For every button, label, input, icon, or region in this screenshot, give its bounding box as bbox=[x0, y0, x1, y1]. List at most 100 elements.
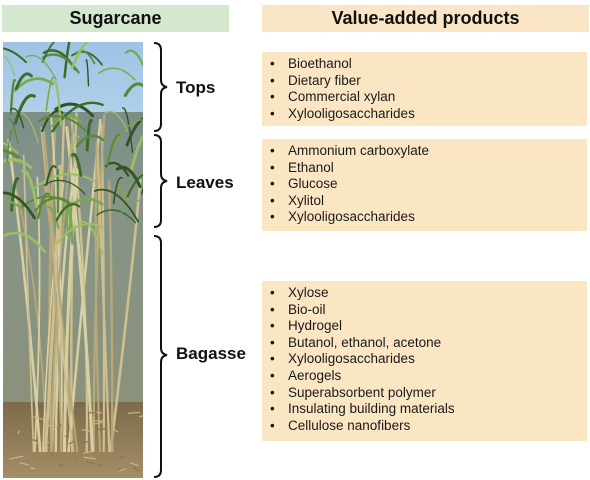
sugarcane-leaf bbox=[37, 114, 87, 133]
sugarcane-leaf bbox=[13, 77, 54, 92]
list-item: •Bioethanol bbox=[270, 56, 352, 71]
sugarcane-photo bbox=[3, 42, 143, 478]
dry-leaf bbox=[45, 423, 54, 428]
bullet-icon: • bbox=[270, 334, 275, 350]
dry-leaf bbox=[112, 428, 119, 433]
sugarcane-leaf bbox=[3, 191, 36, 220]
sugarcane-stalk bbox=[109, 179, 142, 453]
dry-leaf bbox=[58, 423, 62, 429]
dry-leaf bbox=[81, 429, 92, 433]
bullet-icon: • bbox=[270, 176, 275, 192]
sugarcane-header: Sugarcane bbox=[2, 5, 229, 32]
bullet-icon: • bbox=[270, 89, 275, 105]
sugarcane-leaf bbox=[79, 221, 104, 256]
sugarcane-leaf bbox=[20, 169, 39, 208]
dry-leaf bbox=[94, 421, 106, 425]
leaves-products-box: •Ammonium carboxylate •Ethanol •Glucose … bbox=[262, 139, 587, 231]
dry-leaf bbox=[82, 450, 93, 455]
sugarcane-stalk bbox=[40, 127, 74, 453]
sugarcane-leaf bbox=[34, 173, 96, 189]
sugarcane-stalk bbox=[94, 141, 102, 453]
sugarcane-leaf bbox=[7, 118, 19, 144]
list-item: •Xylooligosaccharides bbox=[270, 351, 415, 367]
sugarcane-leaf bbox=[94, 188, 140, 223]
leaves-bracket bbox=[153, 134, 168, 228]
bullet-icon: • bbox=[270, 318, 275, 334]
sugarcane-leaf bbox=[112, 119, 143, 149]
sugarcane-leaf bbox=[3, 231, 47, 254]
list-item: •Ethanol bbox=[270, 159, 334, 175]
bullet-icon: • bbox=[270, 401, 275, 417]
sugarcane-leaf bbox=[70, 135, 80, 155]
dry-leaf bbox=[132, 466, 141, 472]
sugarcane-leaf bbox=[121, 198, 143, 213]
sugarcane-leaf bbox=[125, 117, 143, 147]
sugarcane-leaf bbox=[3, 149, 20, 159]
sugarcane-leaf bbox=[71, 42, 90, 70]
sugarcane-stalk bbox=[62, 168, 80, 453]
dry-leaf bbox=[83, 456, 96, 460]
sugarcane-leaf bbox=[53, 80, 62, 126]
sugarcane-stalk bbox=[49, 109, 63, 453]
bullet-icon: • bbox=[270, 301, 275, 317]
bullet-icon: • bbox=[270, 384, 275, 400]
sugarcane-stalk bbox=[50, 117, 76, 453]
list-item: •Dietary fiber bbox=[270, 72, 361, 88]
sugarcane-leaf bbox=[104, 110, 129, 132]
dry-leaf bbox=[30, 467, 35, 470]
sugarcane-leaf bbox=[13, 93, 36, 125]
sugarcane-leaf bbox=[70, 152, 83, 177]
sugarcane-leaf bbox=[10, 177, 20, 212]
dry-leaf bbox=[138, 414, 143, 418]
sugarcane-leaf bbox=[115, 165, 142, 189]
dry-leaf bbox=[127, 411, 141, 414]
bagasse-bracket bbox=[153, 235, 168, 478]
bullet-icon: • bbox=[270, 105, 275, 121]
tops-bracket bbox=[153, 42, 168, 132]
sugarcane-stalk bbox=[65, 126, 94, 453]
bullet-icon: • bbox=[270, 417, 275, 433]
sugarcane-leaf bbox=[45, 165, 57, 187]
dry-leaf bbox=[97, 427, 107, 431]
list-item: •Ammonium carboxylate bbox=[270, 143, 430, 158]
dry-leaf bbox=[68, 440, 75, 445]
bullet-icon: • bbox=[270, 351, 275, 367]
bullet-icon: • bbox=[270, 285, 275, 300]
bagasse-products-box: •Xylose •Bio-oil •Hydrogel •Butanol, eth… bbox=[262, 281, 587, 441]
sugarcane-leaf bbox=[126, 173, 143, 198]
dry-leaf bbox=[86, 461, 96, 465]
dry-leaf bbox=[73, 457, 77, 461]
sugarcane-leaf bbox=[6, 129, 14, 162]
sugarcane-stalk bbox=[70, 117, 89, 453]
dry-leaf bbox=[17, 430, 21, 435]
bullet-icon: • bbox=[270, 72, 275, 88]
list-item: •Bio-oil bbox=[270, 301, 326, 317]
list-item: •Xylooligosaccharides bbox=[270, 209, 415, 225]
list-item: •Insulating building materials bbox=[270, 401, 455, 417]
list-item: •Superabsorbent polymer bbox=[270, 384, 436, 400]
list-item: •Glucose bbox=[270, 176, 338, 192]
list-item: •Hydrogel bbox=[270, 318, 343, 334]
dry-leaf bbox=[3, 421, 13, 423]
sugarcane-leaf bbox=[3, 54, 16, 77]
dry-leaf bbox=[130, 410, 137, 413]
dry-leaf bbox=[87, 411, 97, 414]
dry-leaf bbox=[24, 437, 38, 442]
dry-leaf bbox=[8, 455, 24, 460]
dry-leaf bbox=[58, 463, 66, 467]
list-item: •Commercial xylan bbox=[270, 89, 396, 105]
sugarcane-leaf bbox=[9, 79, 17, 115]
dry-leaf bbox=[80, 441, 89, 444]
sugarcane-stalk bbox=[41, 128, 63, 453]
bagasse-label: Bagasse bbox=[176, 344, 246, 363]
sugarcane-leaf bbox=[122, 107, 134, 153]
sugarcane-leaf bbox=[25, 55, 57, 81]
dry-leaf bbox=[118, 468, 127, 472]
dry-leaf bbox=[64, 435, 70, 439]
dry-leaf bbox=[98, 463, 104, 467]
sugarcane-leaf bbox=[75, 134, 105, 148]
sugarcane-leaf bbox=[37, 192, 51, 220]
sugarcane-leaf bbox=[140, 187, 143, 195]
sugarcane-leaf bbox=[3, 197, 22, 209]
dry-leaf bbox=[19, 462, 30, 466]
